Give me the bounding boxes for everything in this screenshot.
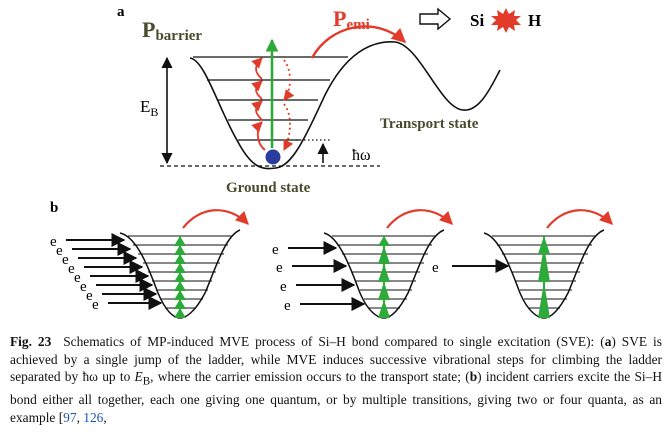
- electron-label: e: [68, 261, 75, 277]
- panel-a-label: a: [117, 4, 125, 20]
- electron-label: e: [272, 242, 279, 258]
- caption-text: , where the carrier emission occurs to t…: [150, 369, 470, 385]
- caption-eb: E: [134, 369, 143, 385]
- eb-label: EB: [140, 97, 158, 119]
- caption-eb-sub: B: [142, 375, 151, 388]
- emission-arrow: [310, 25, 407, 59]
- burst-icon: [491, 8, 521, 33]
- carrier-ball: [265, 149, 281, 165]
- reference-link[interactable]: 126: [83, 410, 104, 426]
- panel-b-label: b: [50, 200, 58, 216]
- electron-label: e: [80, 279, 87, 295]
- si-label: Si: [470, 11, 484, 30]
- caption-text: Schematics of MP-induced MVE process of …: [63, 334, 605, 349]
- figure-caption: Fig. 23 Schematics of MP-induced MVE pro…: [10, 333, 662, 427]
- reference-link[interactable]: 97: [63, 410, 77, 426]
- electron-label: e: [92, 297, 99, 313]
- multi-step-arrows: [251, 57, 295, 151]
- transport-state-label: Transport state: [380, 116, 479, 132]
- caption-text: ) SVE is achieved by a single jump of th…: [10, 334, 662, 385]
- electron-label: e: [86, 288, 93, 304]
- vibrational-ladder: [193, 56, 348, 141]
- electron-label: e: [432, 260, 439, 276]
- well-all-together: e e e e e e e e: [50, 209, 249, 319]
- well-two-quanta: e e e e: [272, 209, 453, 319]
- electron-label: e: [280, 279, 287, 295]
- electron-label: e: [50, 234, 57, 250]
- figure: a Pbarrier Pemi Si H EB ħω Transport sta…: [50, 4, 613, 319]
- caption-label: Fig. 23: [10, 334, 52, 349]
- h-label: H: [528, 11, 541, 30]
- p-emi-label: Pemi: [333, 6, 370, 33]
- hbar-omega-label: ħω: [352, 147, 371, 164]
- ground-state-label: Ground state: [226, 180, 311, 196]
- electron-label: e: [62, 252, 69, 268]
- potential-well-curve: [189, 41, 501, 170]
- electron-label: e: [56, 243, 63, 259]
- caption-text: ) incident carriers excite the Si–H bond…: [10, 369, 662, 426]
- caption-separator: ,: [103, 410, 107, 426]
- electron-label: e: [74, 270, 81, 286]
- electron-label: e: [284, 298, 291, 314]
- caption-bold-a: a: [604, 334, 612, 349]
- caption-bold-b: b: [469, 369, 478, 385]
- electron-label: e: [276, 260, 283, 276]
- caption-separator: ,: [76, 410, 84, 426]
- p-barrier-label: Pbarrier: [142, 17, 202, 44]
- hollow-arrow-icon: [419, 7, 452, 31]
- well-four-quanta: e: [432, 209, 613, 319]
